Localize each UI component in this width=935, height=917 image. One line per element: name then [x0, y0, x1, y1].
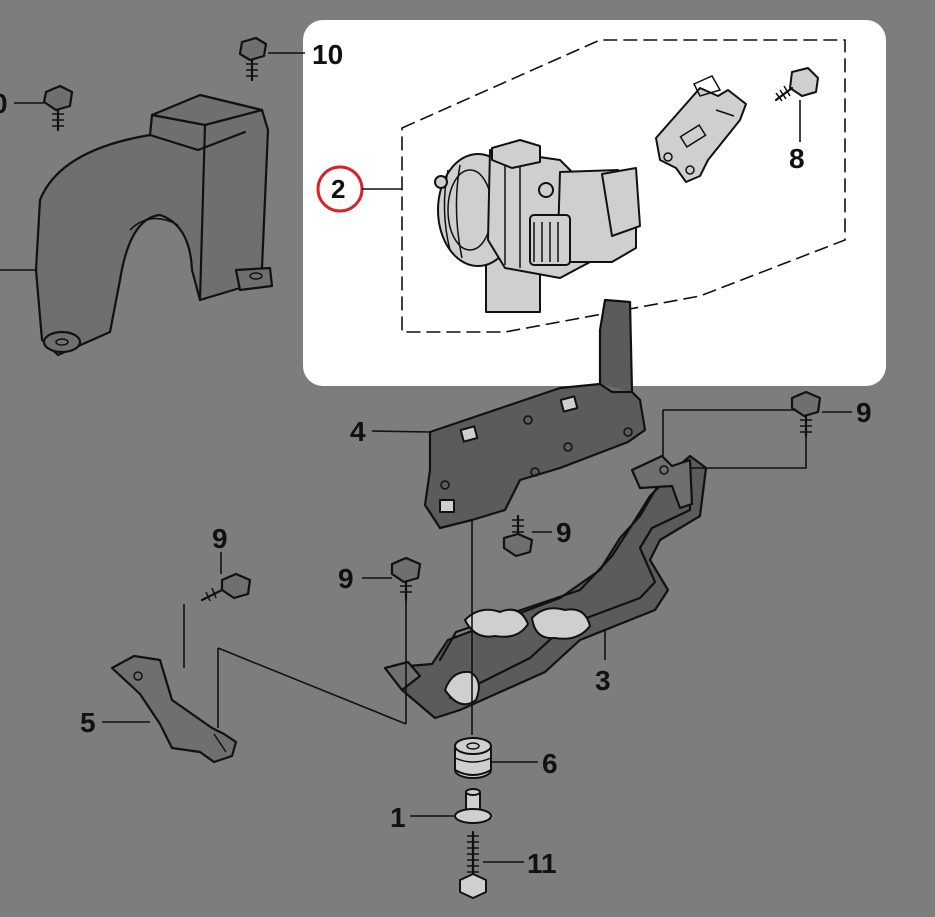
callout-9d: 9 — [212, 523, 228, 554]
bolt-10-icon[interactable] — [238, 36, 268, 82]
callout-1: 1 — [390, 802, 406, 833]
bolt-8-icon[interactable] — [774, 67, 819, 102]
cover-icon[interactable] — [34, 93, 274, 357]
bracket-plate-icon[interactable] — [423, 298, 647, 530]
callout-6: 6 — [542, 748, 558, 779]
callout-9b: 9 — [556, 517, 572, 548]
collar-icon[interactable] — [454, 788, 492, 824]
callout-9c: 9 — [338, 563, 354, 594]
callout-10-partial: 0 — [0, 88, 8, 119]
rubber-mount-icon[interactable] — [454, 737, 492, 779]
stay-bracket-icon[interactable] — [383, 454, 708, 720]
callout-3: 3 — [595, 665, 611, 696]
callout-4: 4 — [350, 416, 366, 447]
bolt-9a-icon[interactable] — [790, 390, 822, 438]
callout-2[interactable]: 2 — [331, 174, 345, 204]
bracket-clip-icon[interactable] — [655, 75, 747, 183]
bolt-10b-icon[interactable] — [42, 84, 74, 132]
leader-9d-link — [217, 647, 407, 728]
bolt-11-icon[interactable] — [459, 830, 487, 899]
actuator-icon[interactable] — [434, 139, 641, 313]
callout-8: 8 — [789, 143, 805, 174]
side-bracket-icon[interactable] — [110, 654, 238, 764]
leader-4 — [371, 430, 431, 433]
callout-9a: 9 — [856, 397, 872, 428]
leader-9a-assembly — [663, 409, 807, 469]
callout-11: 11 — [527, 848, 557, 879]
bolt-9d-icon[interactable] — [200, 572, 252, 602]
bolt-9c-icon[interactable] — [390, 556, 422, 602]
bolt-9b-icon[interactable] — [502, 514, 534, 558]
callout-5: 5 — [80, 707, 96, 738]
callout-10: 10 — [312, 39, 343, 70]
part-2-group-outline — [401, 39, 846, 333]
